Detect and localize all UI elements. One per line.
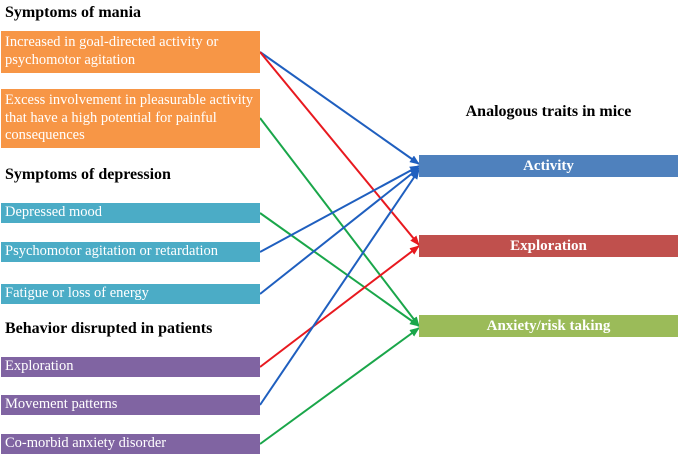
behavior-item-exploration: Exploration [1, 357, 260, 377]
behavior-item-movement-patterns: Movement patterns [1, 395, 260, 415]
mice-traits-title: Analogous traits in mice [465, 103, 632, 120]
arrow-psychomotor-activity [259, 165, 420, 253]
trait-exploration: Exploration [419, 235, 678, 257]
depression-heading: Symptoms of depression [5, 166, 171, 183]
arrow-mania1-exploration [259, 51, 420, 246]
trait-anxiety-risk-taking: Anxiety/risk taking [419, 315, 678, 337]
behavior-heading: Behavior disrupted in patients [5, 320, 213, 337]
mania-item-goal-directed-activity: Increased in goal-directed activity or p… [1, 31, 260, 73]
arrow-depressed-anxiety [259, 212, 420, 327]
depression-item-psychomotor: Psychomotor agitation or retardation [1, 242, 260, 262]
behavior-item-comorbid-anxiety: Co-morbid anxiety disorder [1, 434, 260, 454]
depression-item-depressed-mood: Depressed mood [1, 203, 260, 223]
arrow-fatigue-activity [259, 167, 420, 295]
depression-item-fatigue: Fatigue or loss of energy [1, 284, 260, 304]
mania-heading: Symptoms of mania [5, 4, 142, 21]
arrow-mania1-activity [259, 51, 420, 165]
arrow-comorbid-anxiety [259, 327, 420, 445]
trait-activity: Activity [419, 155, 678, 177]
arrow-exploration-exploration [259, 245, 420, 368]
arrow-mania2-anxiety [259, 117, 420, 327]
arrow-movement-activity [259, 169, 420, 406]
mania-item-pleasurable-activity: Excess involvement in pleasurable activi… [1, 89, 260, 148]
